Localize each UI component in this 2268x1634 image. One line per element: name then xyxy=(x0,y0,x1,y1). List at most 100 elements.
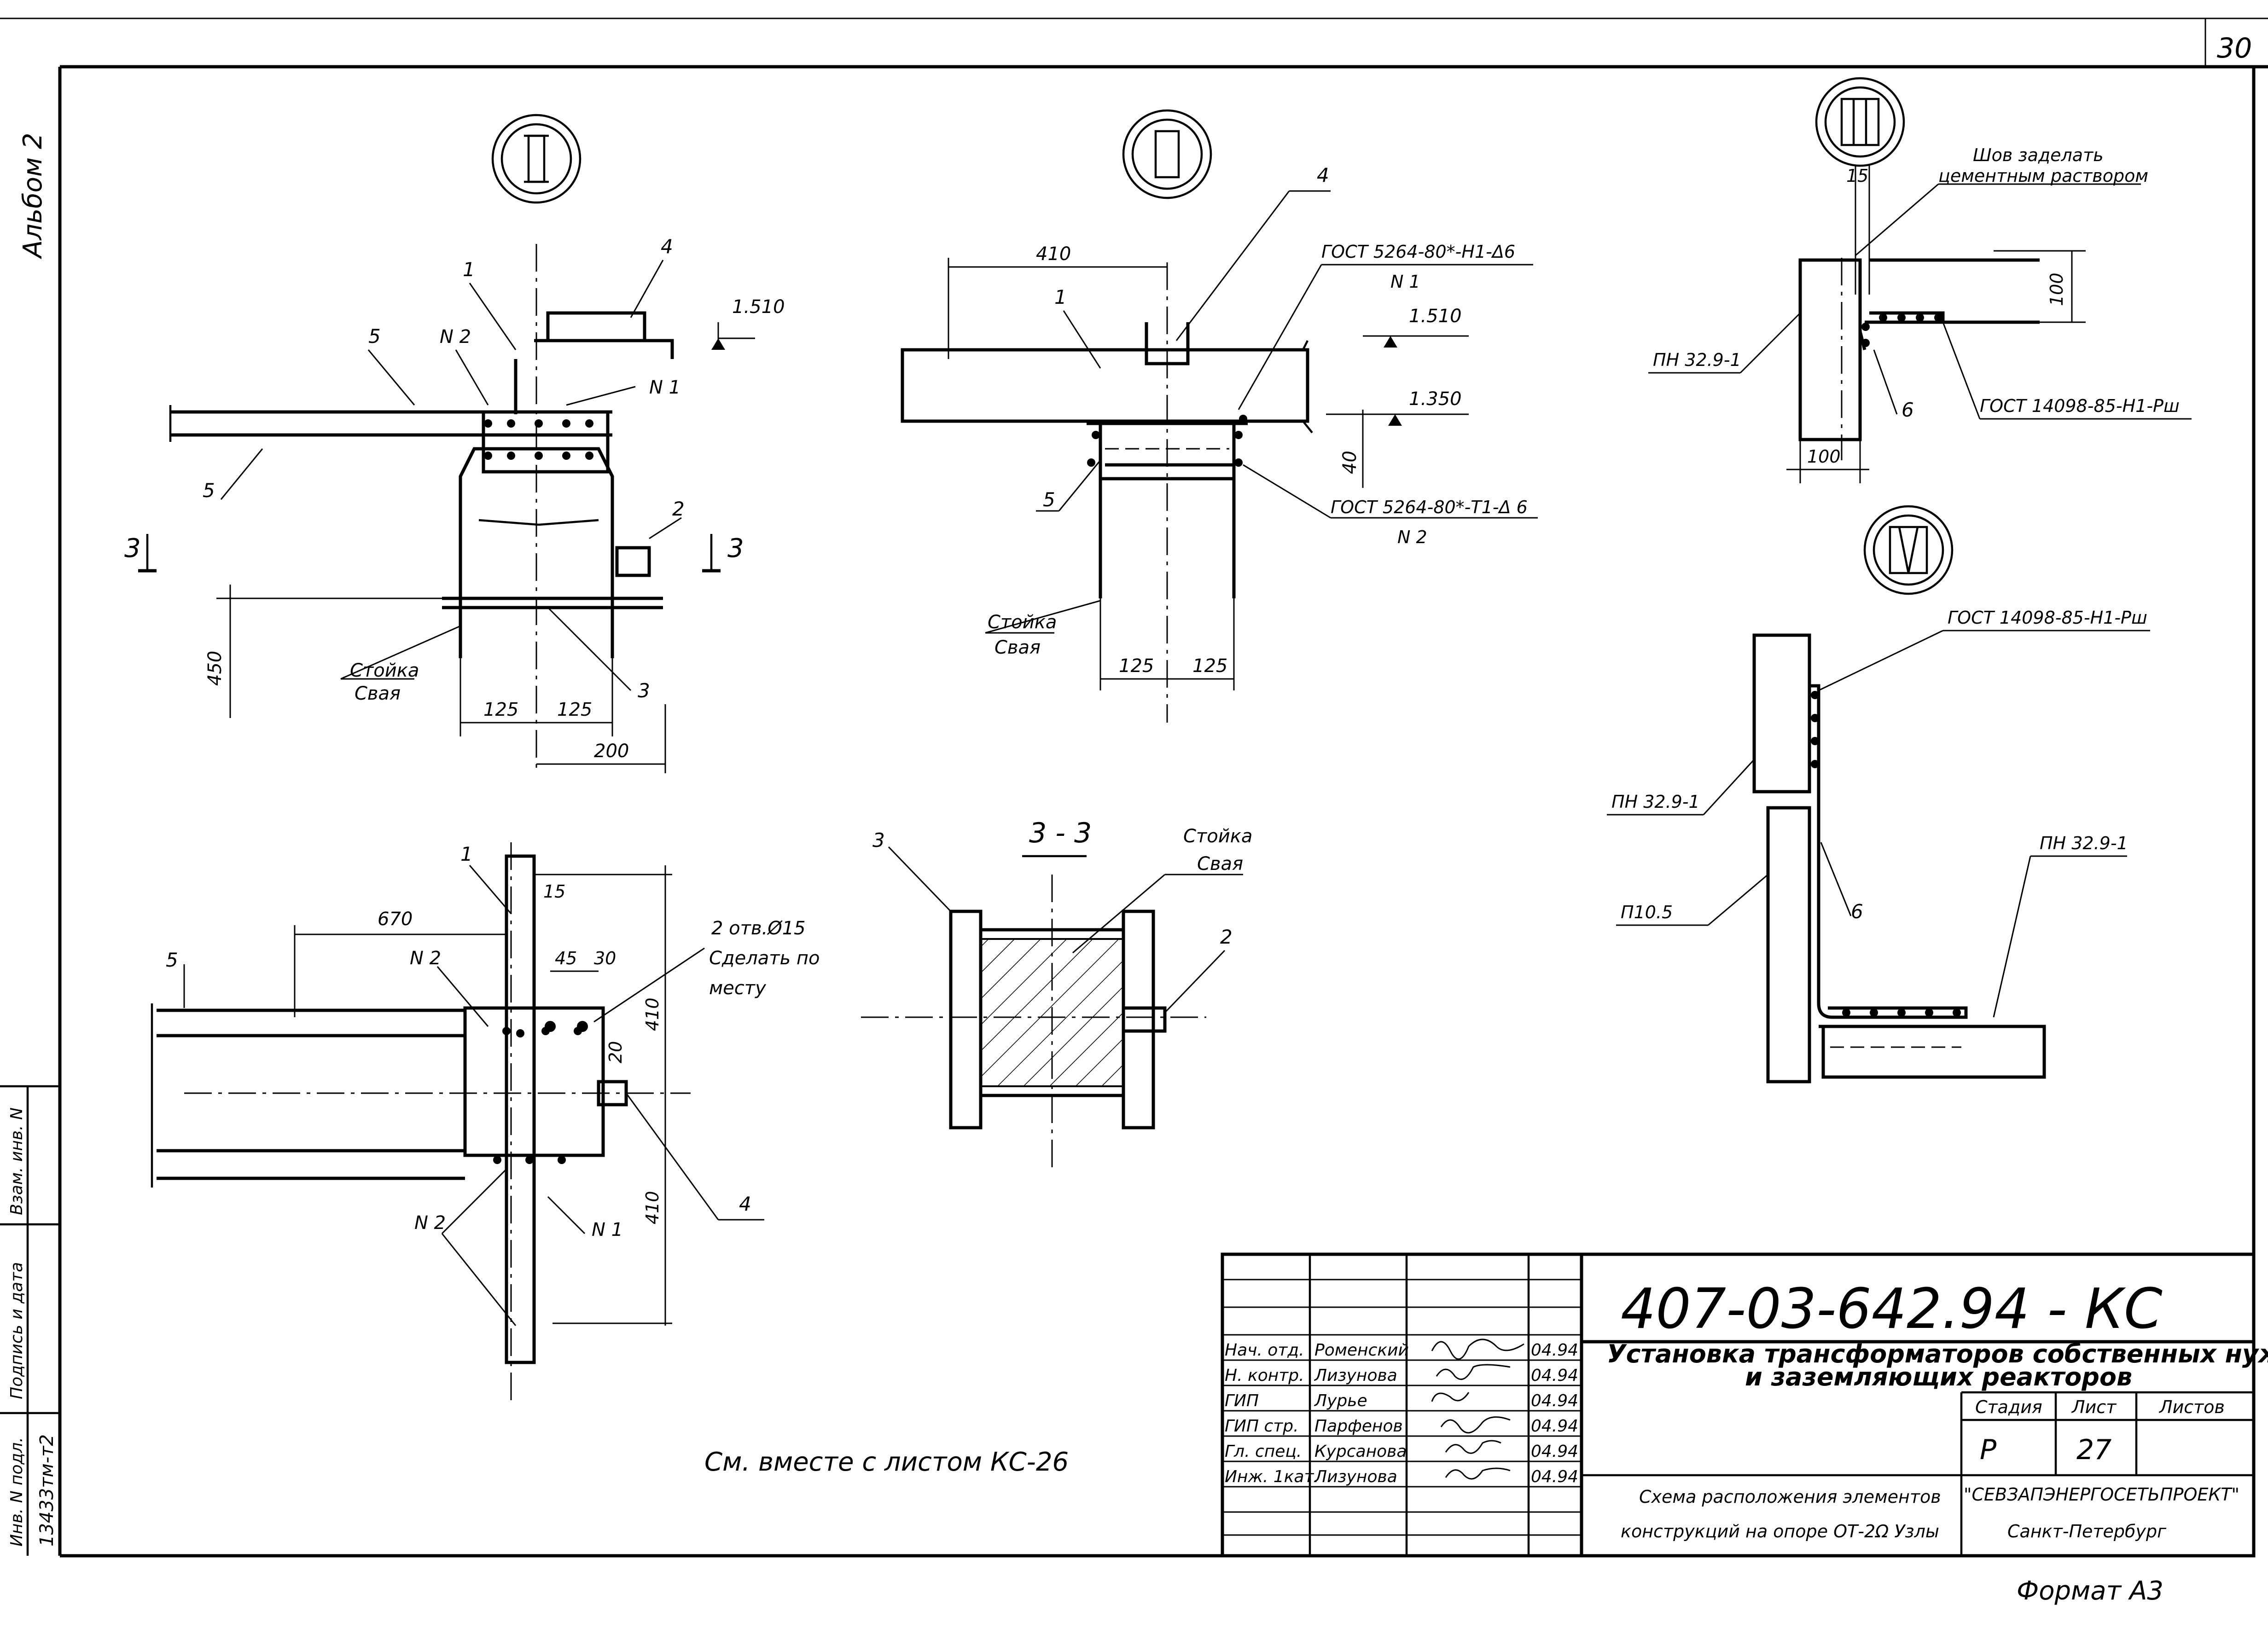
stage-label: Стадия xyxy=(1975,1397,2042,1417)
plan-d670: 670 xyxy=(378,909,413,930)
view2-post: Стойка xyxy=(988,612,1057,633)
view2-d125b: 125 xyxy=(1192,655,1227,677)
view1-pile: Свая xyxy=(355,683,401,704)
view1-cut-left: 3 xyxy=(124,533,141,563)
view3-seam2: цементным раствором xyxy=(1938,166,2148,186)
plan-callout-4: 4 xyxy=(739,1193,751,1215)
view-4: ГОСТ 14098-85-Н1-Рш ПН 32.9-1 П10.5 6 ПН… xyxy=(1607,505,2150,1084)
plan-callout-5: 5 xyxy=(166,949,178,971)
side-stamp: Взам. инв. N Подпись и дата Инв. N подл.… xyxy=(0,1085,60,1556)
section-title: 3 - 3 xyxy=(1029,817,1092,849)
view2-callout-1: 1 xyxy=(1054,286,1067,308)
view1-post: Стойка xyxy=(350,660,419,681)
plan-d20: 20 xyxy=(605,1041,626,1063)
desc-line1: Схема расположения элементов xyxy=(1639,1487,1941,1507)
view3-callout-6: 6 xyxy=(1902,399,1914,421)
view2-pile: Свая xyxy=(994,637,1041,658)
plan-d410b: 410 xyxy=(642,1191,663,1224)
view1-elev: 1.510 xyxy=(732,296,785,318)
view4-pn2: ПН 32.9-1 xyxy=(2040,833,2128,853)
plan-d15: 15 xyxy=(543,881,565,902)
sig-date-3: 04.94 xyxy=(1531,1417,1578,1436)
sig-role-4: Гл. спец. xyxy=(1225,1442,1302,1461)
view2-callout-4: 4 xyxy=(1317,164,1329,186)
sig-role-3: ГИП стр. xyxy=(1225,1417,1299,1436)
view-3: 15 100 100 Шов заделать цементным раство… xyxy=(1648,77,2192,483)
plan-note2: Сделать по xyxy=(709,948,820,969)
view3-pn: ПН 32.9-1 xyxy=(1653,350,1741,370)
view1-callout-n2: N 2 xyxy=(440,326,471,348)
org-name: "СЕВЗАПЭНЕРГОСЕТЬПРОЕКТ" xyxy=(1964,1484,2239,1505)
plan-callout-n2b: N 2 xyxy=(414,1212,446,1234)
view2-elev1: 1.510 xyxy=(1409,306,1462,327)
view4-p105: П10.5 xyxy=(1621,902,1673,922)
section-3-3: 3 - 3 3 Стойка Свая 2 xyxy=(861,817,1252,1169)
view-1: 1.510 450 125 125 200 1 4 5 N 2 N 1 5 2 … xyxy=(124,114,785,773)
sig-date-2: 04.94 xyxy=(1531,1391,1578,1410)
plan-d410a: 410 xyxy=(642,997,663,1031)
view-2: 410 1.510 1.350 40 125 125 4 1 5 ГОСТ 52… xyxy=(901,109,1538,723)
view2-n1: N 1 xyxy=(1390,272,1420,292)
sig-name-0: Роменский xyxy=(1314,1341,1409,1360)
view1-d450: 450 xyxy=(204,651,226,686)
view1-callout-5b: 5 xyxy=(203,479,215,502)
sig-name-5: Лизунова xyxy=(1314,1467,1397,1486)
view2-d40: 40 xyxy=(1339,451,1361,474)
view1-d200: 200 xyxy=(594,741,629,762)
sheet-frame: 30 Альбом 2 xyxy=(0,17,2268,1558)
doc-code: 407-03-642.94 - КС xyxy=(1621,1277,2163,1341)
plan-d30: 30 xyxy=(594,948,616,968)
view2-n2: N 2 xyxy=(1397,527,1427,547)
view4-pn1: ПН 32.9-1 xyxy=(1611,792,1700,812)
plan-note3: месту xyxy=(709,978,767,999)
view1-callout-5a: 5 xyxy=(368,325,381,348)
sig-date-1: 04.94 xyxy=(1531,1366,1578,1385)
page-number: 30 xyxy=(2217,32,2252,64)
section-callout-2: 2 xyxy=(1220,926,1233,948)
sheet-note: См. вместе с листом КС-26 xyxy=(704,1447,1069,1477)
view4-callout-6: 6 xyxy=(1851,900,1863,923)
sig-date-4: 04.94 xyxy=(1531,1442,1578,1461)
view2-gost2: ГОСТ 5264-80*-Т1-Δ 6 xyxy=(1331,497,1528,517)
view1-d125b: 125 xyxy=(557,699,592,720)
sheet-label: Лист xyxy=(2071,1397,2117,1417)
view1-callout-4: 4 xyxy=(661,235,673,258)
org-city: Санкт-Петербург xyxy=(2007,1521,2167,1541)
sig-role-1: Н. контр. xyxy=(1225,1366,1304,1385)
stamp-inv: Инв. N подл. xyxy=(7,1437,26,1547)
section-pile: Свая xyxy=(1197,853,1243,875)
view2-elev2: 1.350 xyxy=(1409,388,1462,410)
sig-name-4: Курсанова xyxy=(1314,1442,1407,1461)
view3-gost: ГОСТ 14098-85-Н1-Рш xyxy=(1980,396,2180,416)
plan-d45: 45 xyxy=(555,948,577,968)
sig-role-0: Нач. отд. xyxy=(1225,1341,1304,1360)
title-line2: и заземляющих реакторов xyxy=(1745,1362,2132,1391)
view1-callout-1: 1 xyxy=(463,258,475,281)
album-label: Альбом 2 xyxy=(18,133,48,259)
view4-gost: ГОСТ 14098-85-Н1-Рш xyxy=(1948,608,2147,628)
view3-seam1: Шов заделать xyxy=(1973,145,2104,165)
view2-callout-5: 5 xyxy=(1043,488,1055,511)
view3-d100h: 100 xyxy=(1807,446,1841,467)
plan-callout-n2a: N 2 xyxy=(410,948,441,969)
view2-gost1: ГОСТ 5264-80*-Н1-Δ6 xyxy=(1321,242,1515,262)
sig-name-2: Лурье xyxy=(1314,1391,1367,1410)
stage-value: Р xyxy=(1980,1434,1997,1466)
view2-d125a: 125 xyxy=(1119,655,1154,677)
plan-callout-1: 1 xyxy=(460,843,473,865)
format-label: Формат А3 xyxy=(2017,1576,2163,1606)
view3-d15: 15 xyxy=(1846,166,1868,186)
view3-d100v: 100 xyxy=(2047,272,2067,306)
view1-callout-3: 3 xyxy=(638,679,650,702)
view1-callout-2: 2 xyxy=(672,498,685,520)
sheet-value: 27 xyxy=(2076,1434,2111,1466)
sig-name-3: Парфенов xyxy=(1314,1417,1403,1436)
sig-role-5: Инж. 1кат. xyxy=(1225,1467,1319,1486)
view1-cut-right: 3 xyxy=(727,533,744,563)
view2-d410: 410 xyxy=(1036,243,1071,265)
view1-d125a: 125 xyxy=(483,699,518,720)
stamp-vzam: Взам. инв. N xyxy=(7,1107,26,1215)
stamp-inv-value: 13433тм-т2 xyxy=(36,1434,58,1547)
plan-view: 670 15 45 30 20 410 410 1 5 N 2 N 2 N 1 … xyxy=(151,842,820,1404)
